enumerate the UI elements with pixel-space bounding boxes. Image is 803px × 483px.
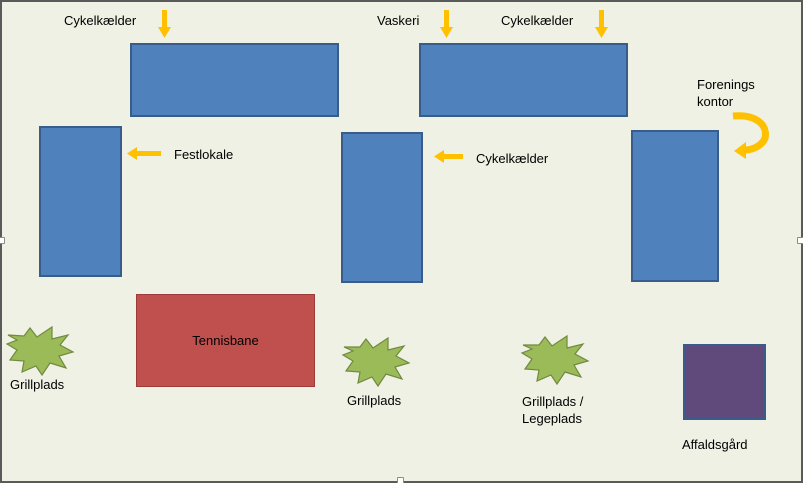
label-cykelkaelder-top-left: Cykelkælder [64,13,137,28]
selection-handle-right[interactable] [797,237,803,244]
label-forenings-line2: kontor [697,94,734,109]
grill-marker-icon-3 [520,334,590,386]
label-affaldsgaard: Affaldsgård [682,437,748,452]
label-cykelkaelder-middle: Cykelkælder [476,151,549,166]
building-top-right [419,43,628,117]
grill-marker-icon-1 [5,325,75,377]
label-forenings-line1: Forenings [697,77,755,92]
label-grillplads-legeplads-line2: Legeplads [522,411,582,426]
building-middle [341,132,423,283]
label-festlokale: Festlokale [174,147,234,162]
label-grillplads-legeplads-line1: Grillplads / [522,394,584,409]
label-grillplads-legeplads: Grillplads / Legeplads [522,393,583,427]
selection-handle-bottom[interactable] [397,477,404,483]
label-forenings-kontor: Forenings kontor [697,76,755,110]
arrow-down-cykelkaelder-2 [595,10,608,38]
tennis-court: Tennisbane [136,294,315,387]
building-top-left [130,43,339,117]
arrow-down-vaskeri [440,10,453,38]
curved-arrow-forenings-kontor [732,112,769,159]
arrow-left-cykelkaelder-3 [434,150,463,163]
label-grillplads-left: Grillplads [10,377,65,392]
label-cykelkaelder-top-right: Cykelkælder [501,13,574,28]
building-right [631,130,719,282]
arrow-left-festlokale [127,147,161,160]
building-left [39,126,122,277]
grill-marker-icon-2 [341,336,411,388]
waste-area [683,344,766,420]
arrow-down-cykelkaelder-1 [158,10,171,38]
label-vaskeri: Vaskeri [377,13,420,28]
label-grillplads-middle: Grillplads [347,393,402,408]
selection-handle-left[interactable] [0,237,5,244]
tennis-court-label: Tennisbane [192,333,259,348]
